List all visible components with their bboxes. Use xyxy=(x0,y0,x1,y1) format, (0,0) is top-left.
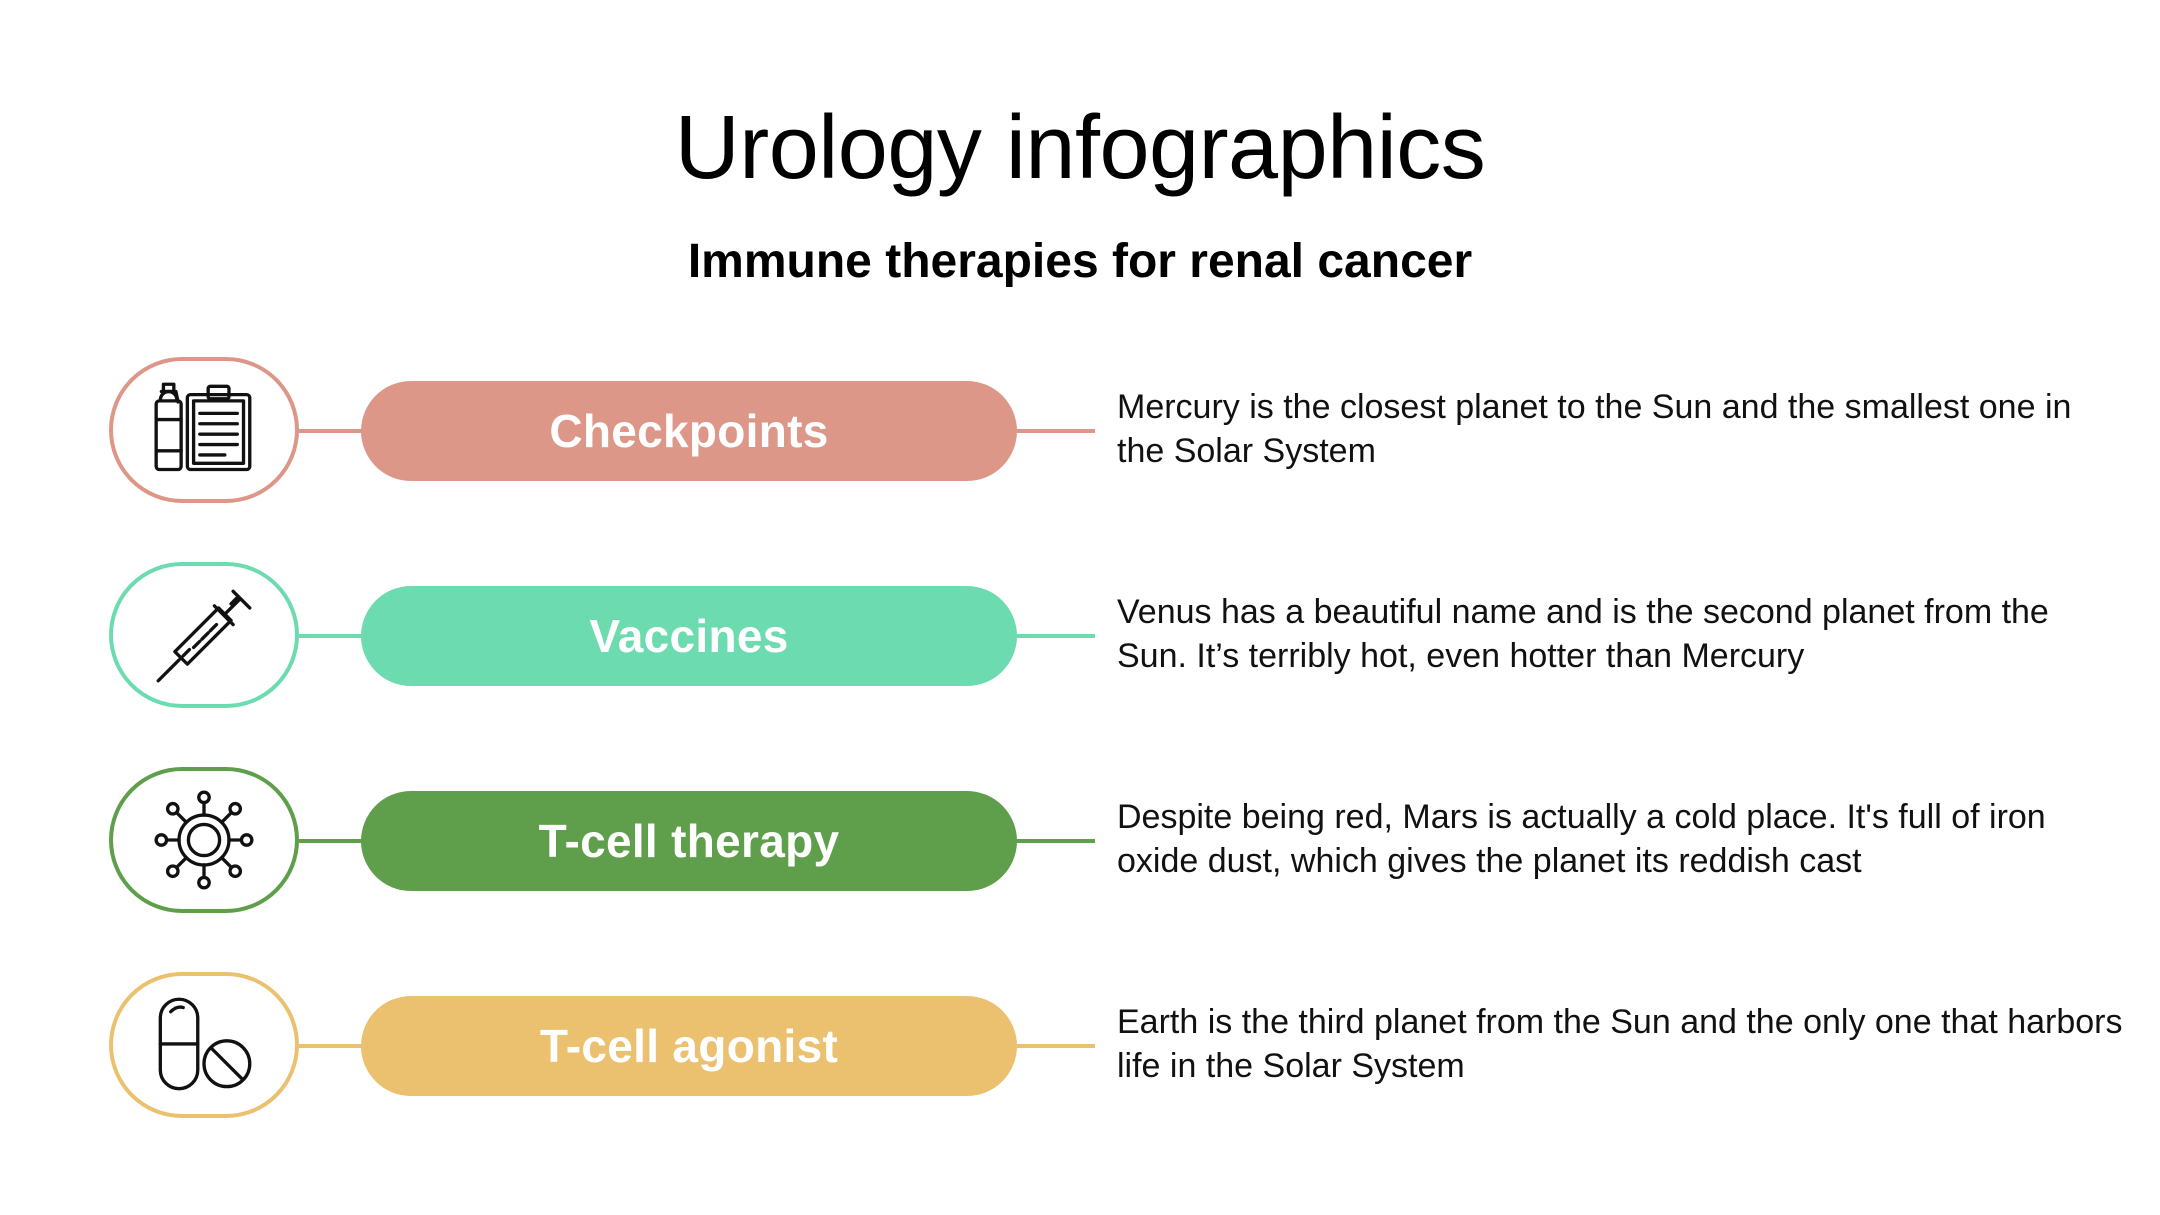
pill-label: Vaccines xyxy=(589,610,789,662)
description-t-cell-agonist: Earth is the third planet from the Sun a… xyxy=(1117,1003,2123,1085)
pill-t-cell-therapy: T-cell therapy xyxy=(361,791,1017,891)
page-title: Urology infographics xyxy=(674,98,1486,198)
connector-left xyxy=(299,429,363,433)
bottle-clipboard-icon xyxy=(154,382,252,472)
syringe-icon xyxy=(156,589,252,683)
pill-vaccines: Vaccines xyxy=(361,586,1017,686)
connector-left xyxy=(299,1044,363,1048)
page-subtitle: Immune therapies for renal cancer xyxy=(687,235,1473,288)
therapy-row-checkpoints: Checkpoints Mercury is the closest plane… xyxy=(0,357,2160,507)
therapy-row-t-cell-therapy: T-cell therapy Despite being red, Mars i… xyxy=(0,767,2160,917)
connector-left xyxy=(299,839,363,843)
therapy-row-vaccines: Vaccines Venus has a beautiful name and … xyxy=(0,562,2160,712)
icon-badge-vaccines xyxy=(109,562,299,708)
pill-t-cell-agonist: T-cell agonist xyxy=(361,996,1017,1096)
description-vaccines: Venus has a beautiful name and is the se… xyxy=(1117,593,2049,675)
connector-right xyxy=(1015,634,1095,638)
pill-label: T-cell therapy xyxy=(538,815,840,867)
pill-label: T-cell agonist xyxy=(539,1020,839,1072)
pill-label: Checkpoints xyxy=(549,405,829,457)
icon-badge-t-cell-agonist xyxy=(109,972,299,1118)
icon-badge-t-cell-therapy xyxy=(109,767,299,913)
virus-cell-icon xyxy=(154,790,254,890)
connector-right xyxy=(1015,1044,1095,1048)
connector-left xyxy=(299,634,363,638)
icon-badge-checkpoints xyxy=(109,357,299,503)
description-t-cell-therapy: Despite being red, Mars is actually a co… xyxy=(1117,798,2046,880)
description-checkpoints: Mercury is the closest planet to the Sun… xyxy=(1117,388,2072,470)
pill-checkpoints: Checkpoints xyxy=(361,381,1017,481)
therapy-row-t-cell-agonist: T-cell agonist Earth is the third planet… xyxy=(0,972,2160,1122)
connector-right xyxy=(1015,429,1095,433)
connector-right xyxy=(1015,839,1095,843)
pill-tablet-icon xyxy=(158,997,252,1091)
